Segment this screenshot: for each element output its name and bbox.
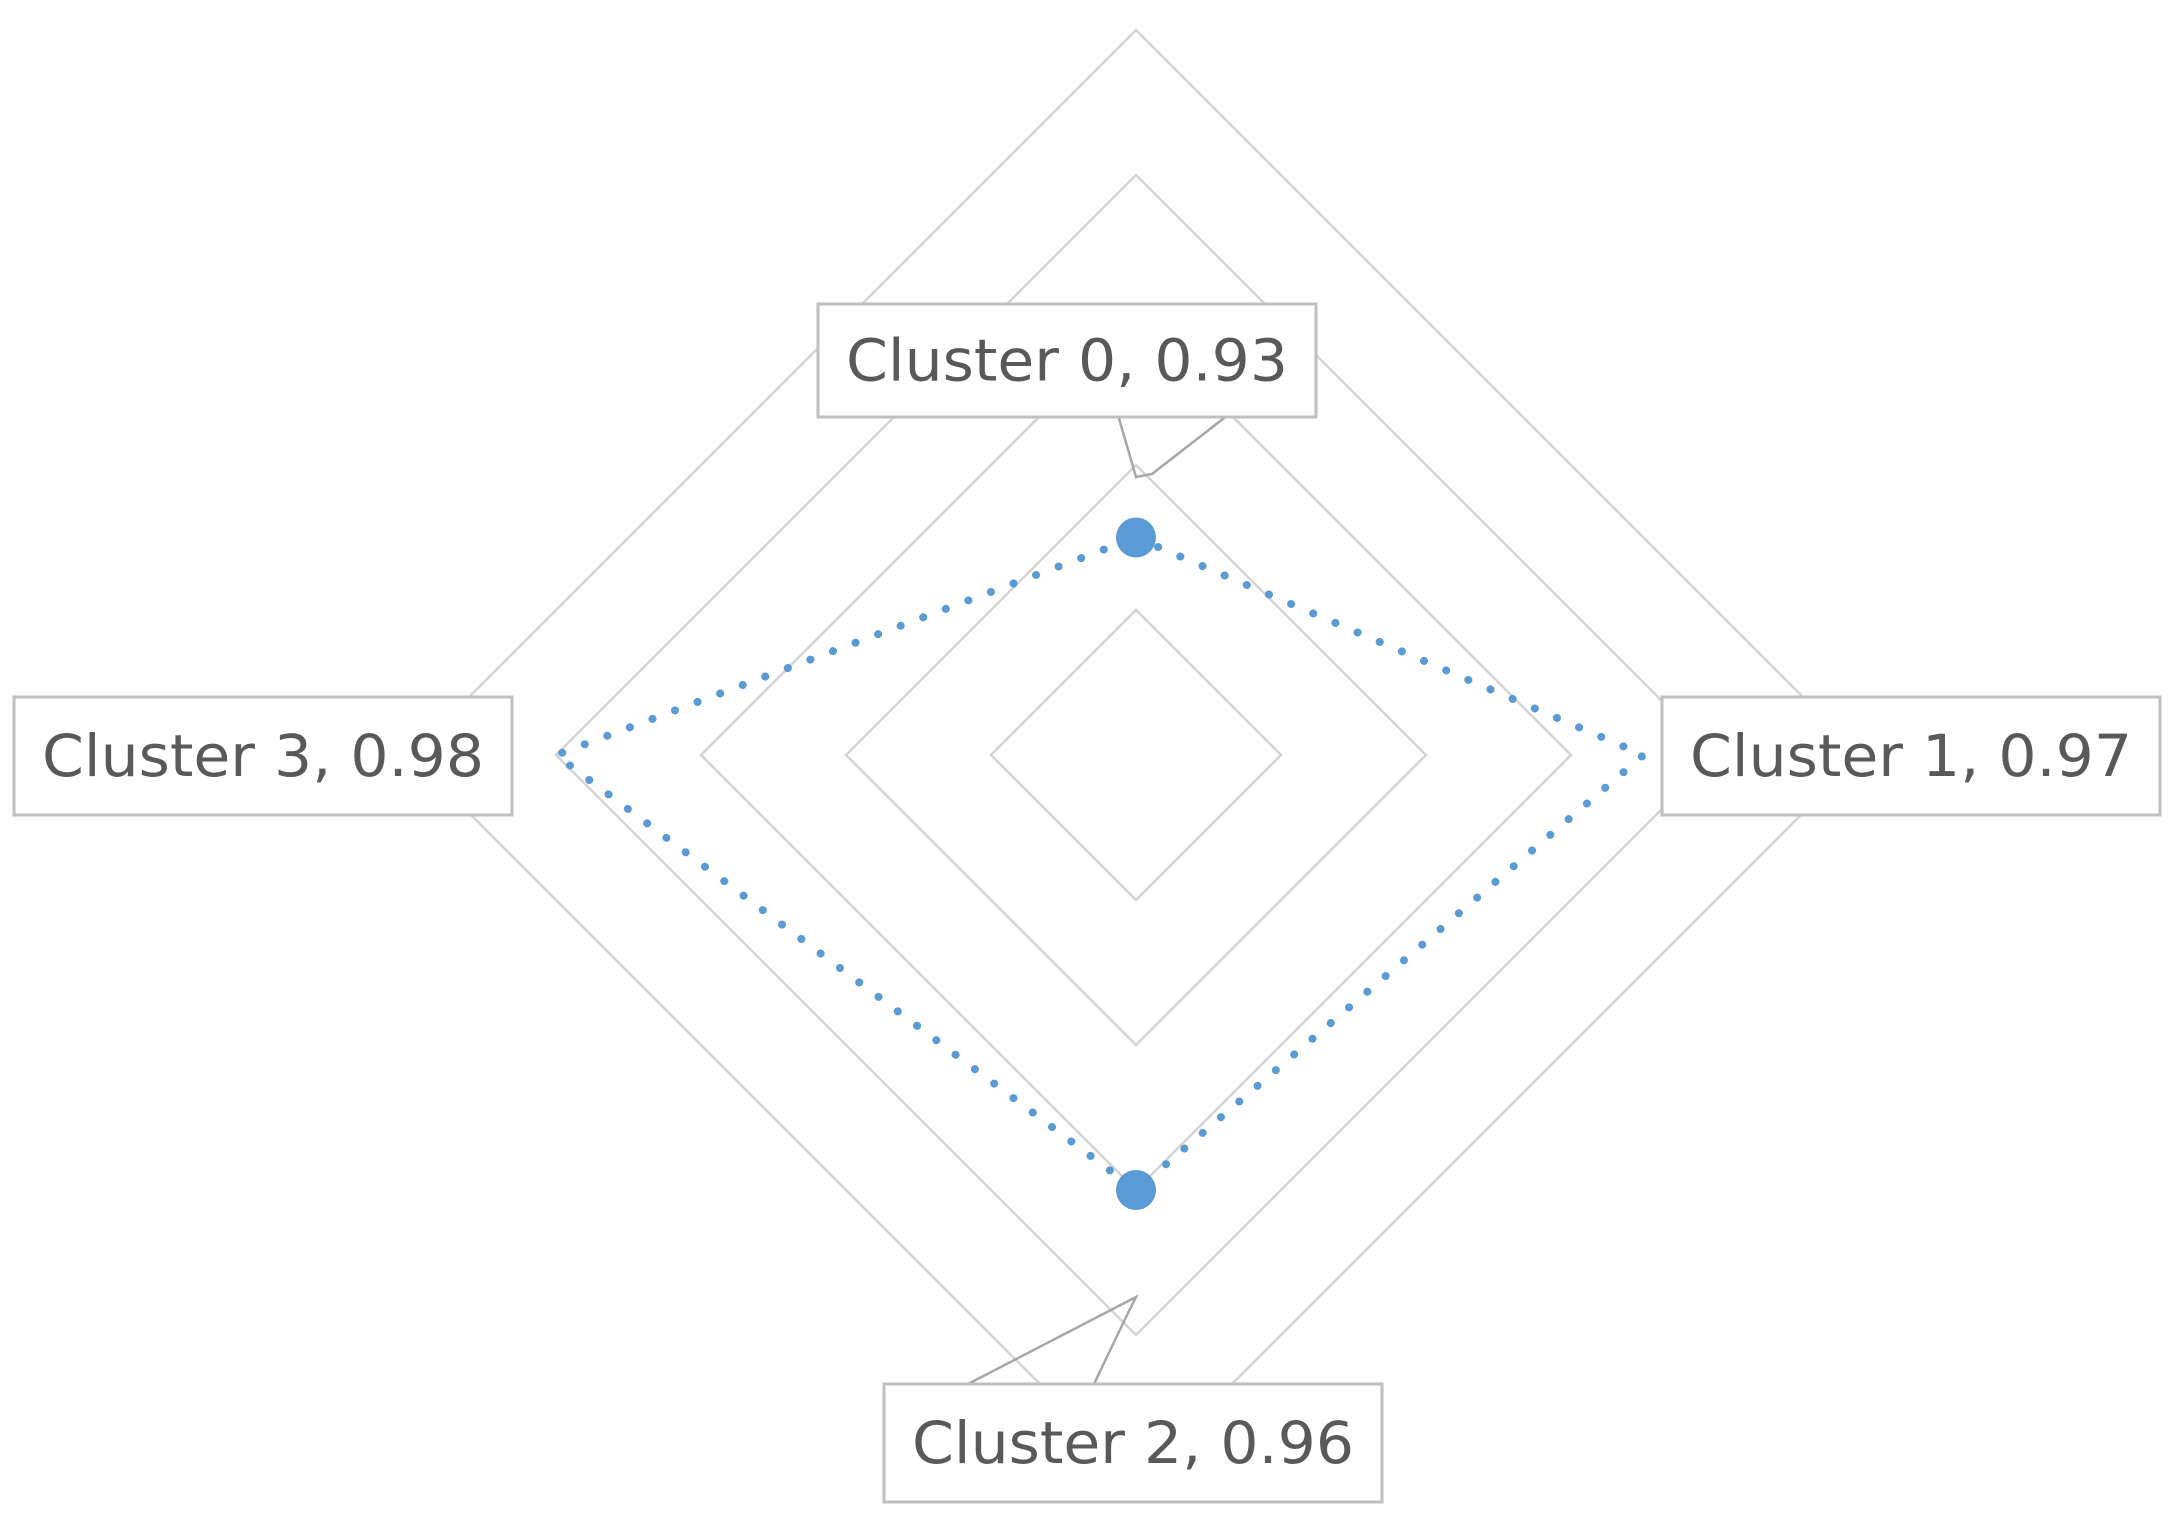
- data-label-box-cluster-2: [882, 1382, 1384, 1504]
- radar-series: [547, 517, 1651, 1210]
- data-label-box-cluster-1: [1660, 695, 2162, 817]
- data-label-cluster-1: Cluster 1, 0.97: [1690, 722, 2132, 790]
- data-label-leaders: [967, 414, 1229, 1386]
- series-marker-cluster-0: [1116, 517, 1156, 558]
- data-label-cluster-0: Cluster 0, 0.93: [846, 327, 1288, 395]
- data-label-cluster-3: Cluster 3, 0.98: [42, 722, 484, 790]
- leader-line-cluster-0: [1116, 414, 1229, 479]
- grid-ring-0: [989, 608, 1283, 902]
- data-label-box-cluster-0: [816, 302, 1318, 419]
- data-label-box-cluster-3: [12, 695, 514, 817]
- grid-ring-2: [699, 318, 1573, 1192]
- leader-line-cluster-2: [967, 1294, 1139, 1386]
- series-marker-cluster-2: [1116, 1170, 1156, 1210]
- grid-ring-3: [554, 173, 1718, 1337]
- data-label-cluster-2: Cluster 2, 0.96: [912, 1409, 1354, 1477]
- grid-ring-1: [844, 463, 1428, 1047]
